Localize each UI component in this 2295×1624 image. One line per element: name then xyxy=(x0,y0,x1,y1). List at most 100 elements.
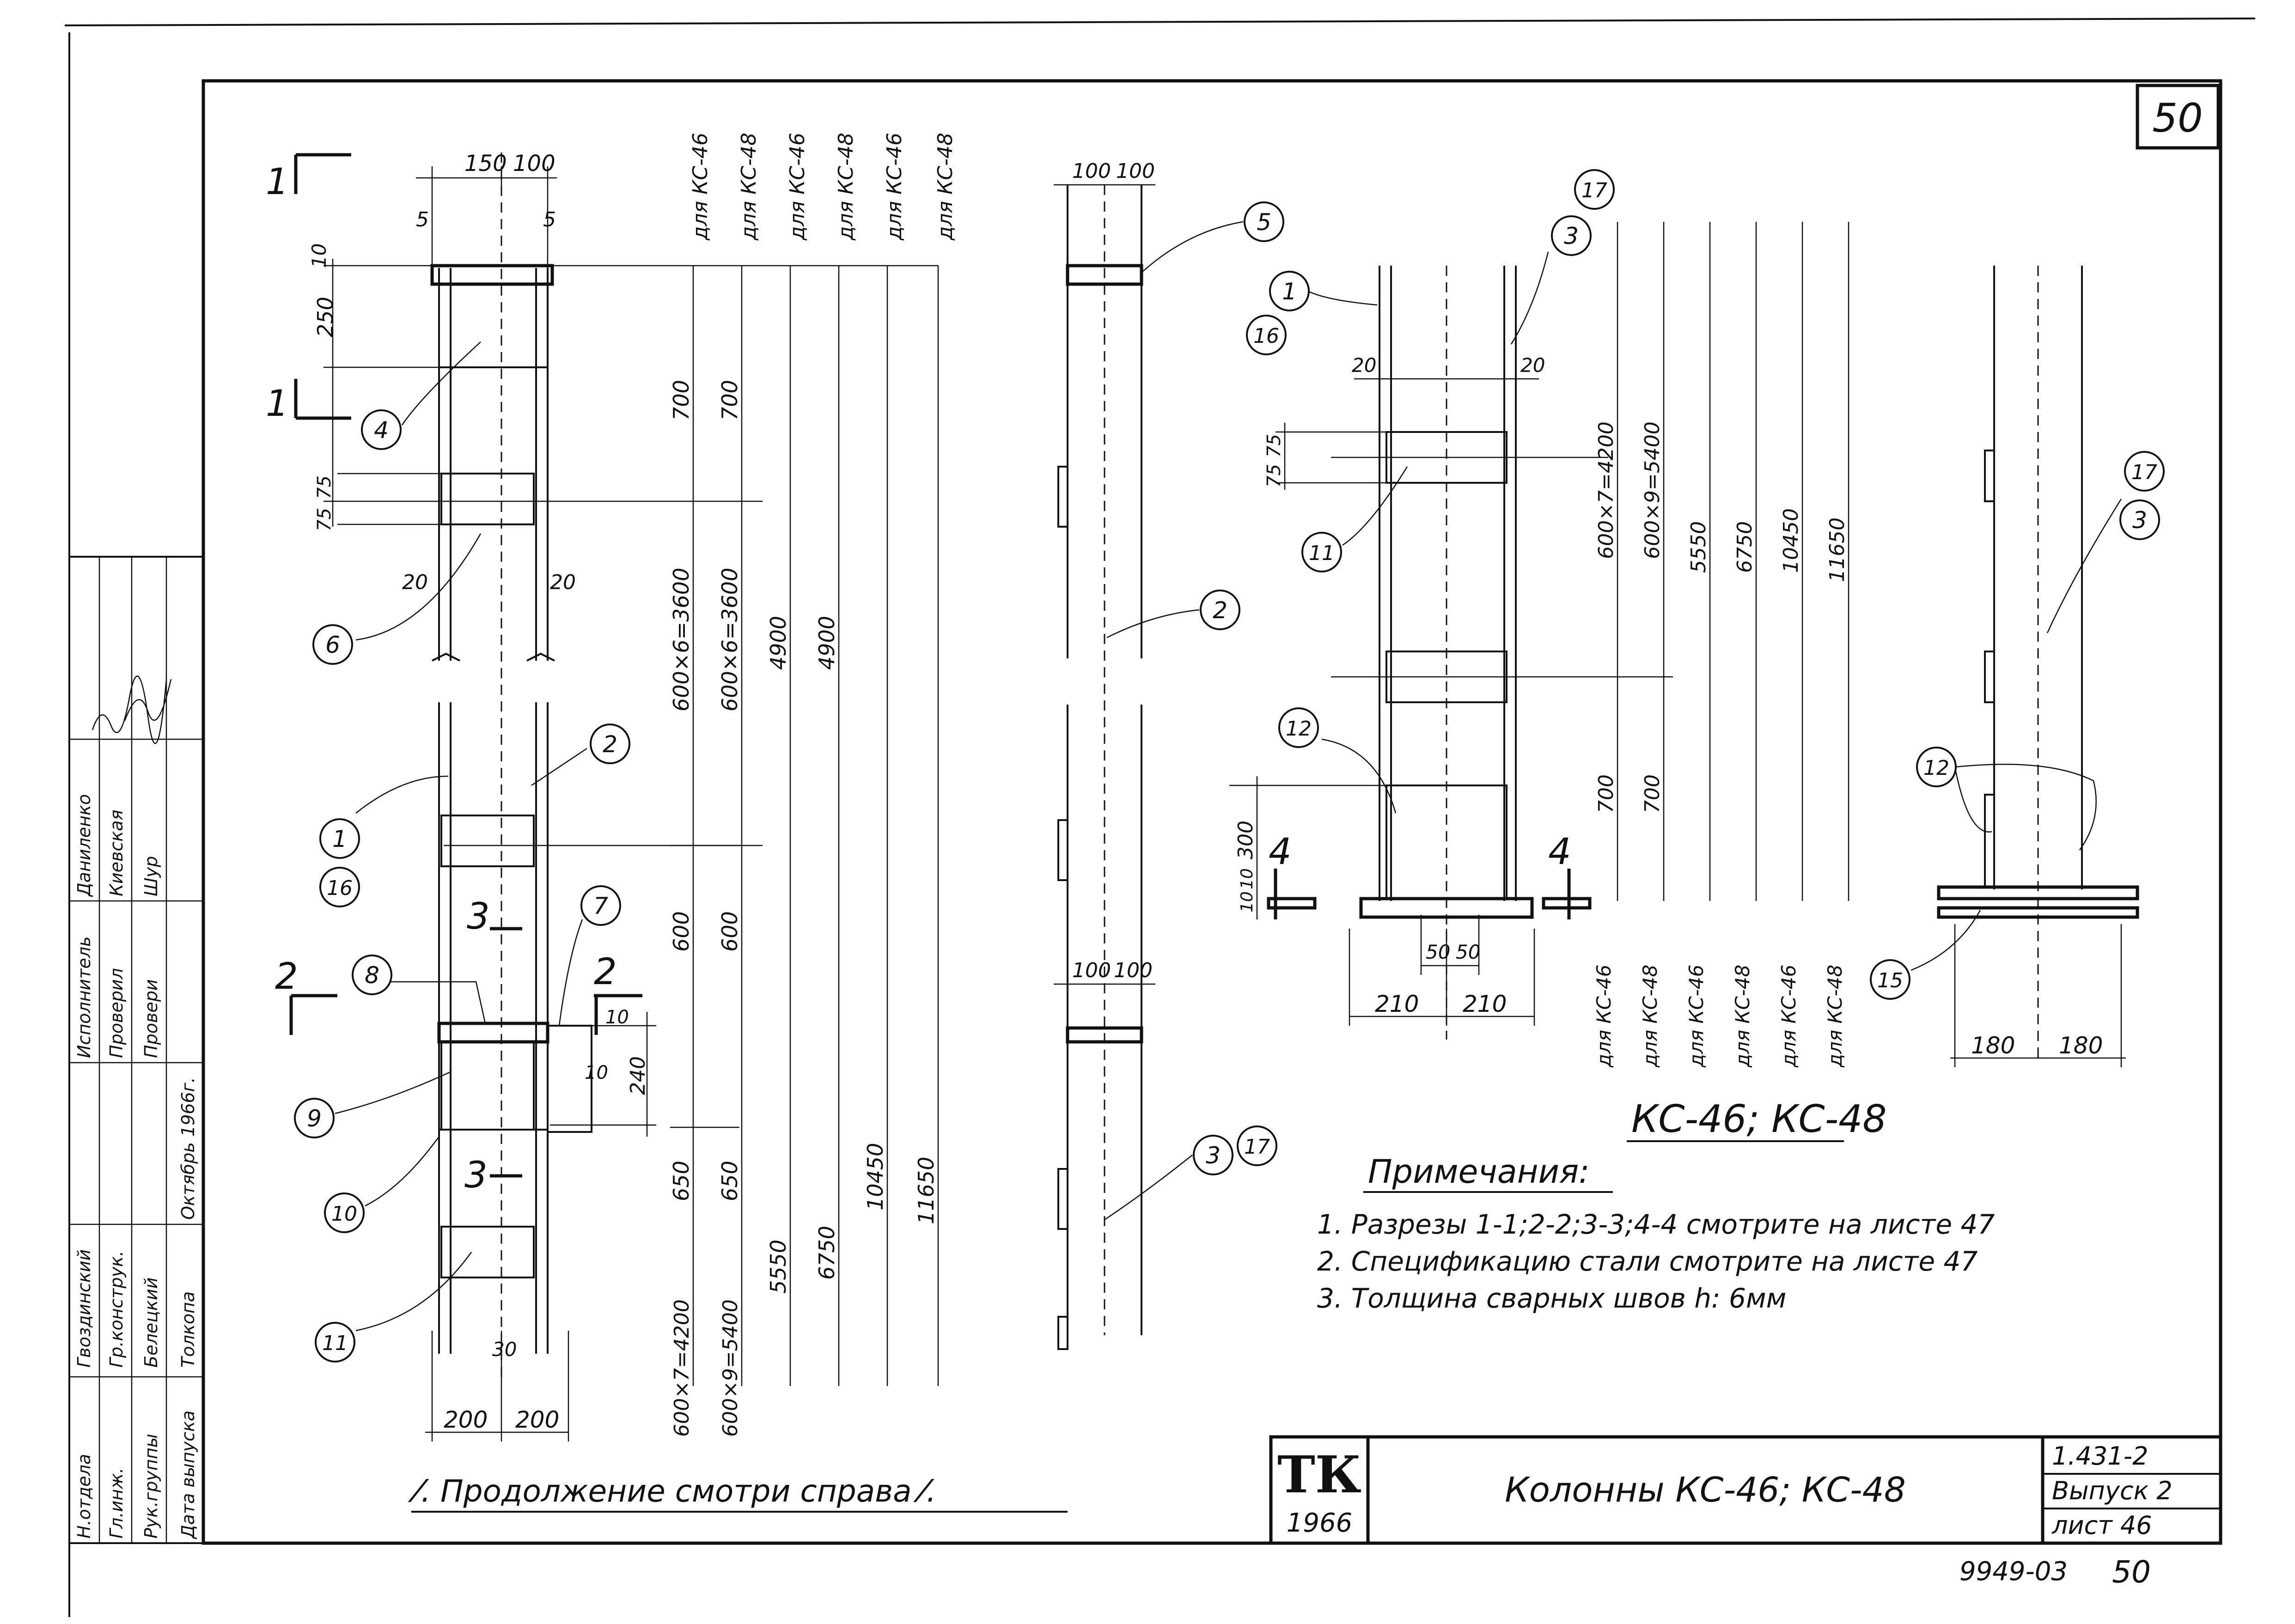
title-block-issue: Выпуск 2 xyxy=(2052,1476,2173,1505)
callout-2-mid xyxy=(1200,590,1240,630)
stamp-role-3: Рук.группы xyxy=(141,1434,161,1539)
middle-column-elevation: 100 100 100 100 xyxy=(1054,159,1155,1350)
callout-15-far xyxy=(1870,959,1910,1000)
val-4200-a: 600×7=4200 xyxy=(670,1299,694,1437)
dim-75-b: 75 xyxy=(314,508,335,531)
stamp-role2-1: Исполнитель xyxy=(74,937,94,1058)
callout-16 xyxy=(319,867,360,907)
stamp-name2-2: Киевская xyxy=(106,810,127,896)
page-number: 50 xyxy=(2152,95,2203,141)
svg-text:17: 17 xyxy=(1244,1135,1270,1159)
svg-text:10: 10 xyxy=(331,1202,357,1226)
svg-text:1: 1 xyxy=(1282,278,1297,305)
stamp-block: Н.отдела Гл.инж. Рук.группы Дата выпуска… xyxy=(68,556,204,1544)
stamp-name-2: Гр.конструк. xyxy=(106,1251,127,1368)
left-column-elevation: 1 1 xyxy=(266,151,938,1442)
callout-4 xyxy=(361,409,402,450)
svg-text:12: 12 xyxy=(1923,756,1949,780)
stamp-name2-1: Даниленко xyxy=(74,794,94,897)
svg-text:9: 9 xyxy=(307,1105,322,1132)
right-col-kc48-a: для КС-48 xyxy=(1639,965,1661,1068)
callout-7 xyxy=(580,885,621,926)
svg-text:12: 12 xyxy=(1286,717,1312,741)
callout-5 xyxy=(1244,201,1284,242)
svg-text:2: 2 xyxy=(603,731,617,758)
val-5400-b: 600×9=5400 xyxy=(719,1299,742,1437)
callout-11 xyxy=(315,1322,355,1362)
notes-block: Примечания: 1. Разрезы 1-1;2-2;3-3;4-4 с… xyxy=(1317,1153,1995,1314)
dim-30: 30 xyxy=(492,1338,517,1361)
callouts: 4 6 1 16 2 8 7 9 10 11 5 2 xyxy=(294,169,2165,1362)
title-block-logo: ТК xyxy=(1277,1445,1361,1504)
dim-75-a: 75 xyxy=(314,475,335,499)
title-block: ТК 1966 Колонны КС-46; КС-48 1.431-2 Вып… xyxy=(1269,1435,2222,1545)
dim-20-right: 20 xyxy=(550,571,576,594)
svg-text:3: 3 xyxy=(1206,1142,1221,1169)
stamp-role-1: Н.отдела xyxy=(74,1454,94,1539)
title-block-year: 1966 xyxy=(1287,1508,1353,1538)
stamp-role2-3: Провери xyxy=(141,979,161,1058)
section-mark-1-top: 1 xyxy=(266,161,289,203)
stamp-role-4: Дата выпуска xyxy=(178,1411,198,1539)
right-dim-20-right: 20 xyxy=(1520,354,1545,377)
callout-8 xyxy=(352,955,392,995)
right-col-kc46-c: для КС-46 xyxy=(1777,965,1800,1068)
right-dim-50-right: 50 xyxy=(1456,941,1480,963)
val-600-b: 600 xyxy=(717,911,742,952)
section-mark-3-bottom: 3 xyxy=(464,1155,488,1196)
val-700-a: 700 xyxy=(669,380,694,420)
right-val-5400: 600×9=5400 xyxy=(1641,421,1664,559)
right-column-elevation: 20 20 75 75 600×7=4200 600×9=5400 5550 6… xyxy=(1229,222,1849,1068)
stamp-name-4: Толкопа xyxy=(178,1291,198,1368)
note-2: 2. Спецификацию стали смотрите на листе … xyxy=(1317,1246,1978,1277)
dim-250: 250 xyxy=(313,297,338,337)
svg-text:1: 1 xyxy=(332,826,347,852)
svg-text:3: 3 xyxy=(2132,507,2147,534)
dim-10-side: 10 xyxy=(605,1007,629,1028)
callout-16-right xyxy=(1246,315,1287,355)
right-val-10450: 10450 xyxy=(1779,508,1803,573)
dim-10-side-b: 10 xyxy=(585,1062,608,1083)
val-11650-f: 11650 xyxy=(914,1157,939,1224)
stamp-name-3: Белецкий xyxy=(141,1277,161,1368)
far-dim-180-right: 180 xyxy=(2059,1032,2103,1059)
val-600-a: 600 xyxy=(669,911,694,952)
dim-200-right: 200 xyxy=(515,1406,559,1433)
section-mark-1-bottom: 1 xyxy=(266,383,289,425)
callout-17-mid xyxy=(1237,1125,1277,1166)
mid-dim-100-b: 100 xyxy=(1116,159,1155,183)
callout-17-right xyxy=(1574,169,1615,210)
right-col-kc46-a: для КС-46 xyxy=(1593,965,1615,1068)
callout-3-far xyxy=(2119,499,2160,540)
val-3600-b: 600×6=3600 xyxy=(717,568,742,712)
callout-17-far xyxy=(2124,451,2165,492)
stamp-name-1: Гвоздинский xyxy=(74,1249,94,1368)
callout-1-right xyxy=(1269,271,1310,311)
far-right-column-elevation: 180 180 xyxy=(1937,266,2139,1067)
stamp-name-5: Октябрь 1966г. xyxy=(178,1077,198,1220)
svg-text:4: 4 xyxy=(374,417,389,444)
val-700-b: 700 xyxy=(717,380,742,420)
right-col-kc46-b: для КС-46 xyxy=(1685,965,1708,1068)
right-val-4200: 600×7=4200 xyxy=(1594,421,1618,559)
notes-heading: Примечания: xyxy=(1368,1153,1590,1191)
callout-12-right xyxy=(1278,707,1319,748)
footer-page: 50 xyxy=(2112,1554,2151,1590)
callout-2 xyxy=(590,724,630,764)
svg-text:2: 2 xyxy=(1213,597,1227,624)
svg-text:3: 3 xyxy=(1564,223,1579,249)
right-dim-75-a: 75 xyxy=(1263,434,1285,457)
col-label-kc48-c: для КС-48 xyxy=(934,133,957,241)
val-4900-d: 4900 xyxy=(814,616,839,670)
title-block-sheet: лист 46 xyxy=(2051,1511,2152,1540)
val-10450-e: 10450 xyxy=(863,1143,888,1210)
callout-10 xyxy=(324,1192,365,1233)
dim-20-left: 20 xyxy=(402,571,428,594)
val-650-a: 650 xyxy=(669,1161,694,1201)
dim-10: 10 xyxy=(308,243,330,268)
callout-11-right xyxy=(1301,532,1342,572)
section-mark-3-top: 3 xyxy=(467,896,490,937)
callout-1 xyxy=(319,818,360,859)
right-dim-10-b: 10 xyxy=(1238,868,1257,889)
stamp-role2-2: Проверил xyxy=(106,968,127,1058)
